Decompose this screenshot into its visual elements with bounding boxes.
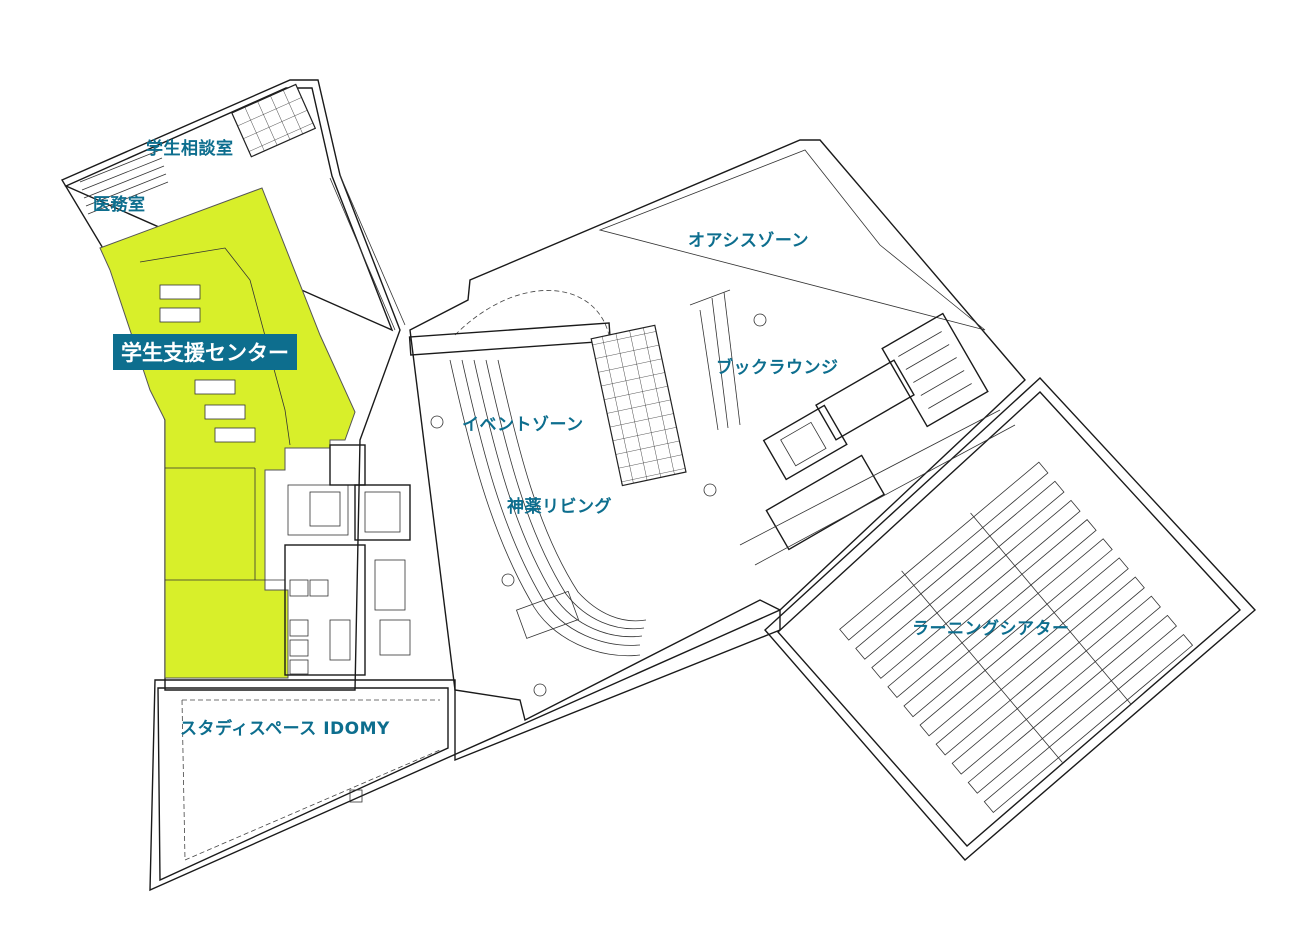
event-zone-area[interactable] [408,139,1026,722]
service-core-left [284,444,411,676]
student-support-center-area[interactable] [99,187,356,679]
oasis-zone-area[interactable] [598,149,989,551]
theater-seating [839,461,1194,813]
study-space-idomy-label[interactable]: スタディスペース IDOMY [180,719,390,739]
oasis-zone-label[interactable]: オアシスゾーン [688,231,809,251]
book-lounge-label[interactable]: ブックラウンジ [716,358,839,378]
medical-office-label[interactable]: 医務室 [93,195,146,215]
student-counseling-room-label[interactable]: 学生相談室 [146,139,234,159]
learning-theater-area[interactable] [739,377,1257,861]
event-zone-label[interactable]: イベントゾーン [462,415,584,435]
shinyaku-living-label[interactable]: 神薬リビング [507,497,612,517]
learning-theater-label[interactable]: ラーニングシアター [912,619,1070,639]
student-support-center-label[interactable]: 学生支援センター [113,334,297,370]
